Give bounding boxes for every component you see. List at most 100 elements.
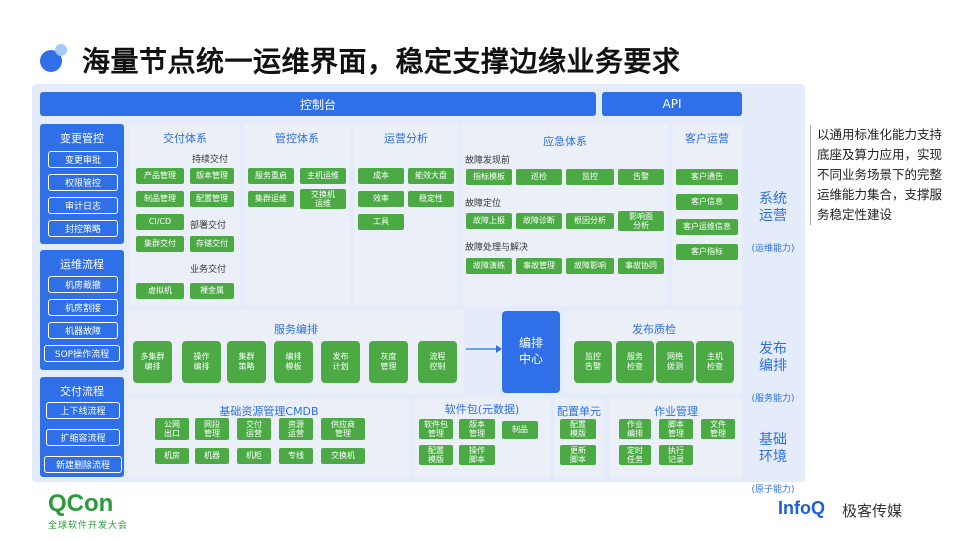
- cmdb-item: 公网 出口: [155, 418, 189, 440]
- job-item: 执行 记录: [659, 445, 693, 465]
- control-system-panel: [244, 124, 350, 306]
- right-label-base-main: 基础 环境: [759, 432, 787, 465]
- cmdb-title: 基础资源管理CMDB: [219, 405, 319, 418]
- delivery-item: 版本管理: [190, 168, 234, 184]
- cmdb-item: 交换机: [321, 448, 365, 464]
- ops-item: SOP操作流程: [44, 345, 120, 362]
- config-unit-item: 配置 模版: [560, 419, 596, 439]
- customer-item: 客户信息: [676, 194, 738, 210]
- right-label-orch-sub: (服务能力): [751, 393, 795, 404]
- control-item: 服务重启: [248, 168, 294, 184]
- delivery-system-title: 交付体系: [163, 132, 207, 145]
- control-item: 主机运维: [300, 168, 346, 184]
- delivery-item: 裸金属: [190, 283, 234, 299]
- right-label-base: 基础 环境 (原子能力): [744, 413, 802, 515]
- orchestration-item: 灰度 管理: [369, 341, 408, 383]
- analysis-item: 稳定性: [408, 191, 454, 207]
- emergency-item: 监控: [566, 169, 614, 185]
- delivery-sub-business: 业务交付: [190, 265, 227, 275]
- delivery-item: 新建删除流程: [44, 456, 122, 473]
- cmdb-item: 机房: [155, 448, 189, 464]
- right-label-ops-main: 系统 运营: [759, 191, 787, 224]
- orchestration-item: 集群 策略: [227, 341, 266, 383]
- ops-item: 机房割接: [48, 299, 118, 316]
- delivery-item: 虚拟机: [136, 283, 184, 299]
- change-item: 变更审批: [48, 151, 118, 168]
- control-item: 集群运维: [248, 191, 294, 207]
- emergency-item: 故障诊断: [516, 213, 562, 229]
- delivery-item: 集群交付: [136, 236, 184, 252]
- package-item: 操作 脚本: [459, 445, 495, 465]
- delivery-item: 上下线流程: [46, 402, 120, 419]
- delivery-item: 制品管理: [136, 191, 184, 207]
- emergency-item: 故障上报: [466, 213, 512, 229]
- quality-item: 监控 告警: [574, 341, 612, 383]
- customer-item: 客户通告: [676, 169, 738, 185]
- config-unit-title: 配置单元: [557, 405, 601, 418]
- orchestration-item: 多集群 编排: [133, 341, 172, 383]
- arrow-icon: [466, 345, 502, 353]
- emergency-item: 指标模板: [466, 169, 512, 185]
- analysis-item: 能效大盘: [408, 168, 454, 184]
- control-system-title: 管控体系: [275, 132, 319, 145]
- orchestration-item: 流程 控制: [418, 341, 457, 383]
- emergency-item: 事故协同: [618, 258, 664, 274]
- delivery-item: 产品管理: [136, 168, 184, 184]
- job-title: 作业管理: [654, 405, 698, 418]
- package-item: 软件包 管理: [419, 419, 453, 439]
- customer-item: 客户指标: [676, 244, 738, 260]
- orchestration-item: 操作 编排: [182, 341, 221, 383]
- release-quality-title: 发布质检: [632, 323, 676, 336]
- change-item: 权限管控: [48, 174, 118, 191]
- side-note: 以通用标准化能力支持底座及算力应用，实现不同业务场景下的完整运维能力集合，支撑服…: [810, 125, 950, 225]
- infoq-chinese-name: 极客传媒: [842, 502, 903, 520]
- emergency-item: 故障演练: [466, 258, 512, 274]
- cmdb-item: 资源 运营: [279, 418, 313, 440]
- customer-ops-panel: [672, 124, 742, 306]
- quality-item: 主机 检查: [696, 341, 734, 383]
- ops-item: 机房裁撤: [48, 276, 118, 293]
- package-title: 软件包(元数据): [444, 403, 520, 416]
- qcon-logo: QCon: [48, 490, 114, 517]
- title-decoration-dot: [40, 50, 62, 72]
- ops-analysis-title: 运营分析: [384, 132, 428, 145]
- ops-item: 机器故障: [48, 322, 118, 339]
- emergency-item: 故障影响: [566, 258, 614, 274]
- console-bar: 控制台: [40, 92, 596, 116]
- right-label-ops: 系统 运营 (运维能力): [744, 172, 802, 274]
- delivery-item: CI/CD: [136, 214, 184, 230]
- right-label-ops-sub: (运维能力): [751, 243, 795, 254]
- analysis-item: 成本: [358, 168, 404, 184]
- config-unit-item: 更新 脚本: [560, 445, 596, 465]
- customer-item: 客户运维信息: [676, 219, 738, 235]
- cmdb-item: 专线: [279, 448, 313, 464]
- right-label-base-sub: (原子能力): [751, 484, 795, 495]
- job-item: 脚本 管理: [659, 419, 693, 439]
- right-label-orchestration: 发布 编排 (服务能力): [744, 322, 802, 424]
- title-decoration-dot-small: [55, 44, 67, 56]
- emergency-item: 影响面 分析: [618, 211, 664, 231]
- delivery-item: 存储交付: [190, 236, 234, 252]
- cmdb-item: 交付 运营: [237, 418, 271, 440]
- quality-item: 服务 检查: [616, 341, 654, 383]
- delivery-flow-title: 交付流程: [60, 385, 104, 398]
- job-item: 定时 任务: [619, 445, 651, 465]
- package-item: 配置 模版: [419, 445, 453, 465]
- analysis-item: 工具: [358, 214, 404, 230]
- emergency-sub-resolve: 故障处理与解决: [465, 243, 529, 253]
- ops-flow-title: 运维流程: [60, 258, 104, 271]
- emergency-title: 应急体系: [543, 135, 587, 148]
- orchestration-title: 服务编排: [274, 323, 318, 336]
- emergency-item: 告警: [618, 169, 664, 185]
- emergency-item: 巡检: [516, 169, 562, 185]
- control-item: 交换机 运维: [300, 189, 346, 209]
- cmdb-item: 网段 管理: [195, 418, 229, 440]
- quality-item: 网络 拨测: [656, 341, 694, 383]
- emergency-item: 事故管理: [516, 258, 562, 274]
- right-label-orch-main: 发布 编排: [759, 341, 787, 374]
- package-item: 制品: [502, 421, 538, 439]
- orchestration-item: 发布 计划: [321, 341, 360, 383]
- page-title: 海量节点统一运维界面，稳定支撑边缘业务要求: [82, 45, 681, 78]
- job-item: 作业 编排: [619, 419, 651, 439]
- orchestration-item: 编排 模板: [274, 341, 313, 383]
